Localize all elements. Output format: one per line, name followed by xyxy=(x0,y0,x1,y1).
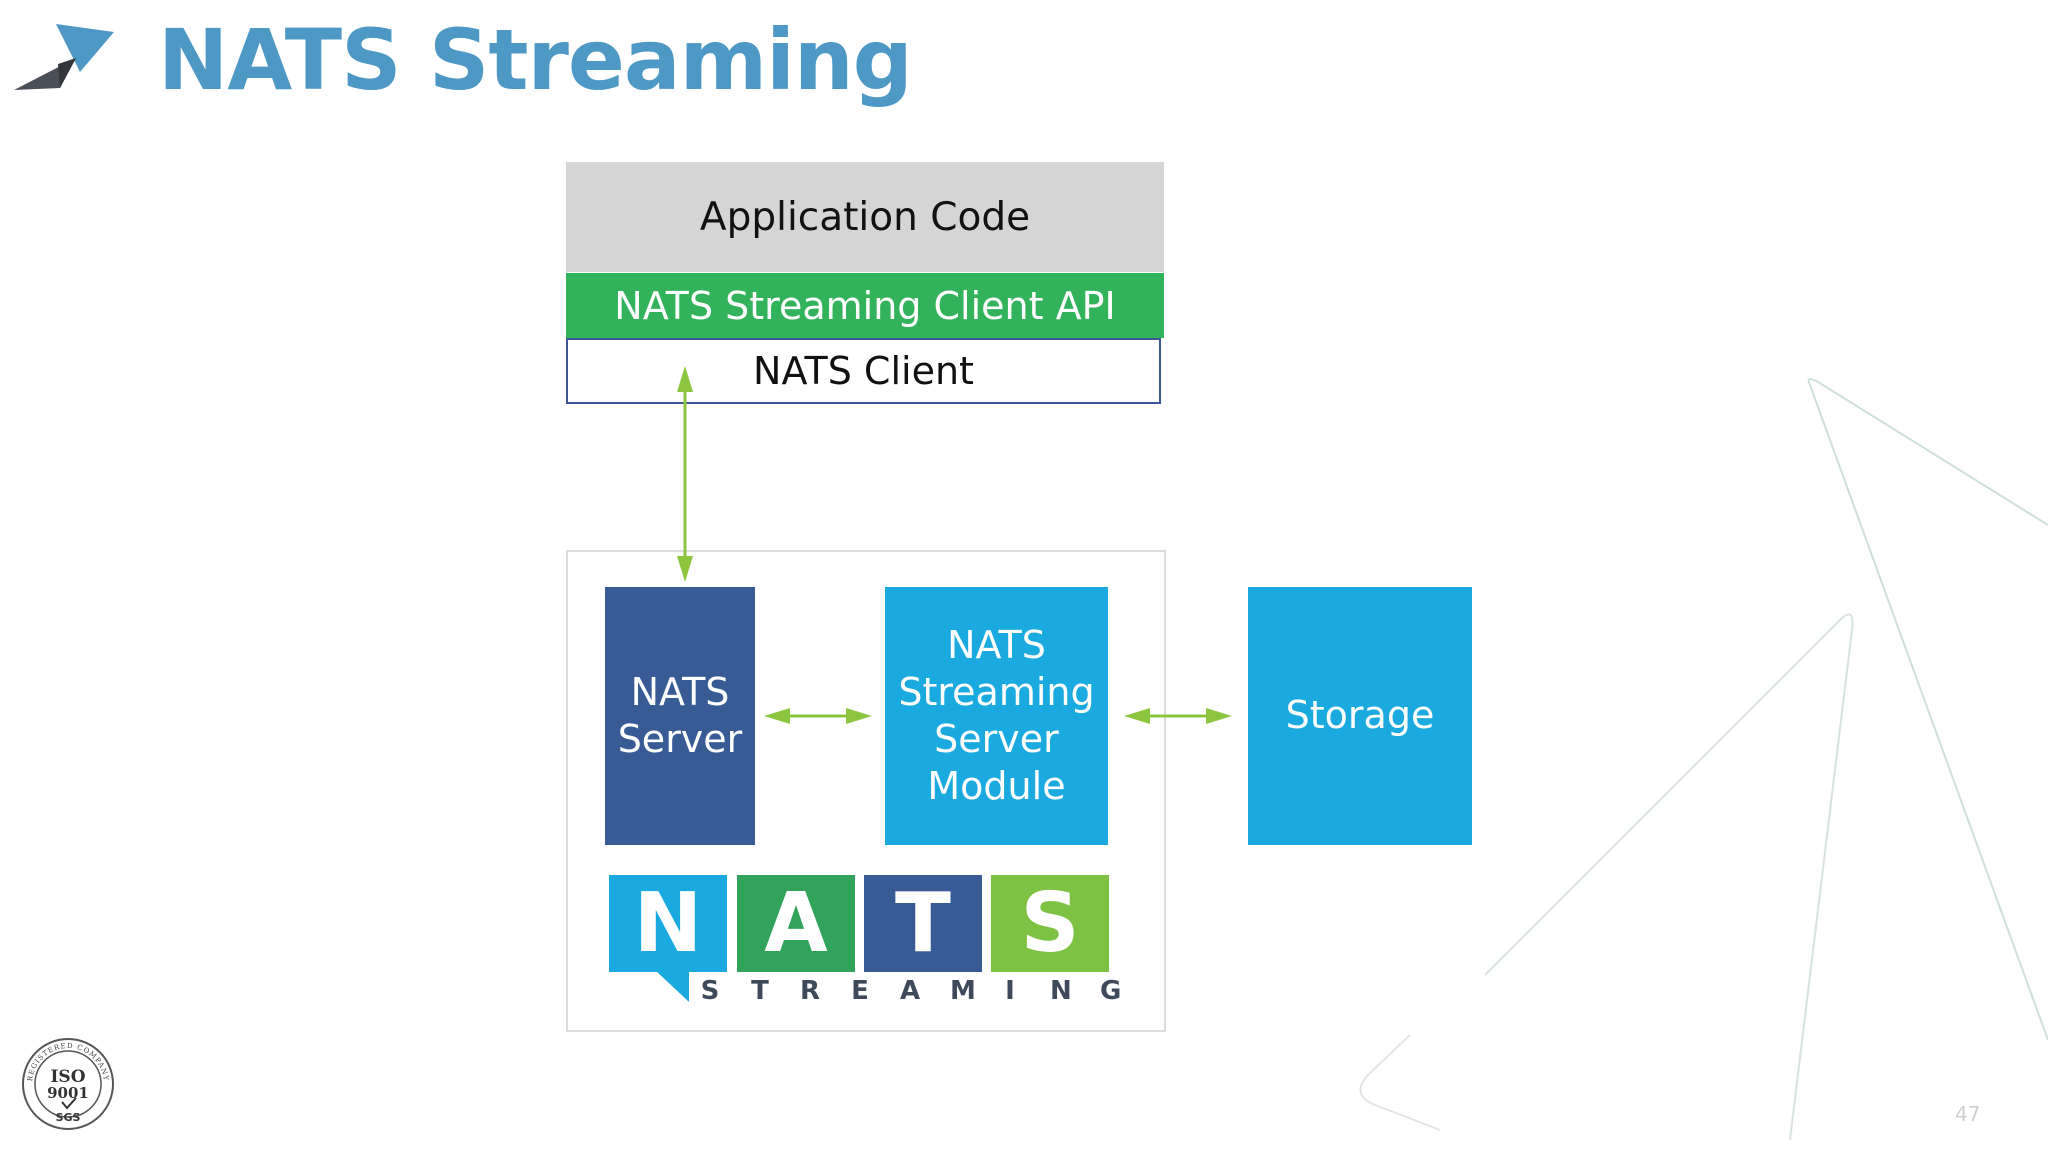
streaming-server-module-box: NATS Streaming Server Module xyxy=(885,587,1108,845)
storage-label: Storage xyxy=(1285,693,1435,738)
logo-word-letter: I xyxy=(1005,976,1015,1006)
client-server-arrow xyxy=(677,366,693,582)
storage-box: Storage xyxy=(1248,587,1472,845)
logo-letter-a: A xyxy=(737,875,855,972)
logo-letter-t: T xyxy=(864,875,982,972)
module-label-line2: Streaming xyxy=(898,669,1095,714)
client-api-box: NATS Streaming Client API xyxy=(566,273,1164,338)
module-label-line3: Server xyxy=(934,717,1059,761)
nats-client-box: NATS Client xyxy=(566,338,1161,404)
logo-word-letter: R xyxy=(800,976,821,1006)
slide-number: 47 xyxy=(1955,1102,1981,1126)
logo-word-letter: G xyxy=(1100,976,1122,1006)
nats-client-label: NATS Client xyxy=(753,349,974,393)
nats-server-label-line2: Server xyxy=(617,717,743,761)
logo-word-letter: N xyxy=(1050,976,1072,1006)
module-label-line1: NATS xyxy=(947,622,1046,667)
module-storage-arrow xyxy=(1124,708,1232,724)
logo-letter-n: N xyxy=(609,875,727,972)
logo-letter-s: S xyxy=(991,875,1109,972)
logo-word-letter: T xyxy=(751,976,769,1006)
seal-line1: ISO xyxy=(50,1067,85,1087)
application-code-box: Application Code xyxy=(566,162,1164,272)
iso-9001-seal-icon: REGISTERED COMPANY ISO 9001 SGS xyxy=(22,1038,114,1130)
logo-word-letter: A xyxy=(900,976,921,1006)
nats-server-box: NATS Server xyxy=(605,587,755,845)
module-label-line4: Module xyxy=(927,764,1066,809)
logo-word-letter: M xyxy=(950,976,976,1006)
logo-word-letter: S xyxy=(700,976,720,1006)
seal-bottom: SGS xyxy=(56,1111,81,1124)
logo-word-letter: E xyxy=(851,976,869,1006)
client-api-label: NATS Streaming Client API xyxy=(614,283,1116,328)
logo-speech-tail-icon xyxy=(655,970,689,1002)
company-logo-icon xyxy=(14,24,114,90)
nats-server-label-line1: NATS xyxy=(630,669,730,714)
application-code-label: Application Code xyxy=(699,194,1031,240)
logo-streaming-word: S T R E A M I N G xyxy=(700,976,1122,1006)
server-module-arrow xyxy=(764,708,872,724)
seal-line2: 9001 xyxy=(47,1084,89,1102)
page-title: NATS Streaming xyxy=(158,11,913,109)
